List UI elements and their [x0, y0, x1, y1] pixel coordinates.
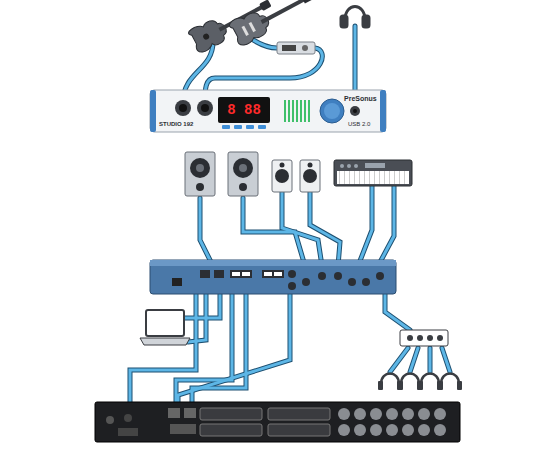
headphones-set [378, 374, 462, 391]
cables [130, 26, 450, 404]
keyboard [334, 160, 412, 186]
interface-rear-panel [150, 260, 396, 294]
headphones [341, 7, 369, 28]
headphone-amp [400, 330, 448, 346]
panel-label: PreSonus [344, 95, 377, 102]
effect-pedal [277, 42, 315, 54]
interface-front-panel [150, 90, 386, 132]
rack-preamp [95, 402, 460, 442]
guitars [187, 0, 320, 54]
display-readout: 8 88 [227, 103, 261, 117]
laptop [140, 310, 190, 345]
panel-label: USB 2.0 [348, 121, 370, 127]
device-panel: STUDIO 192 PreSonusUSB 2.0 [150, 90, 386, 132]
studio-monitors [185, 152, 320, 196]
panel-label: STUDIO 192 [159, 121, 193, 127]
